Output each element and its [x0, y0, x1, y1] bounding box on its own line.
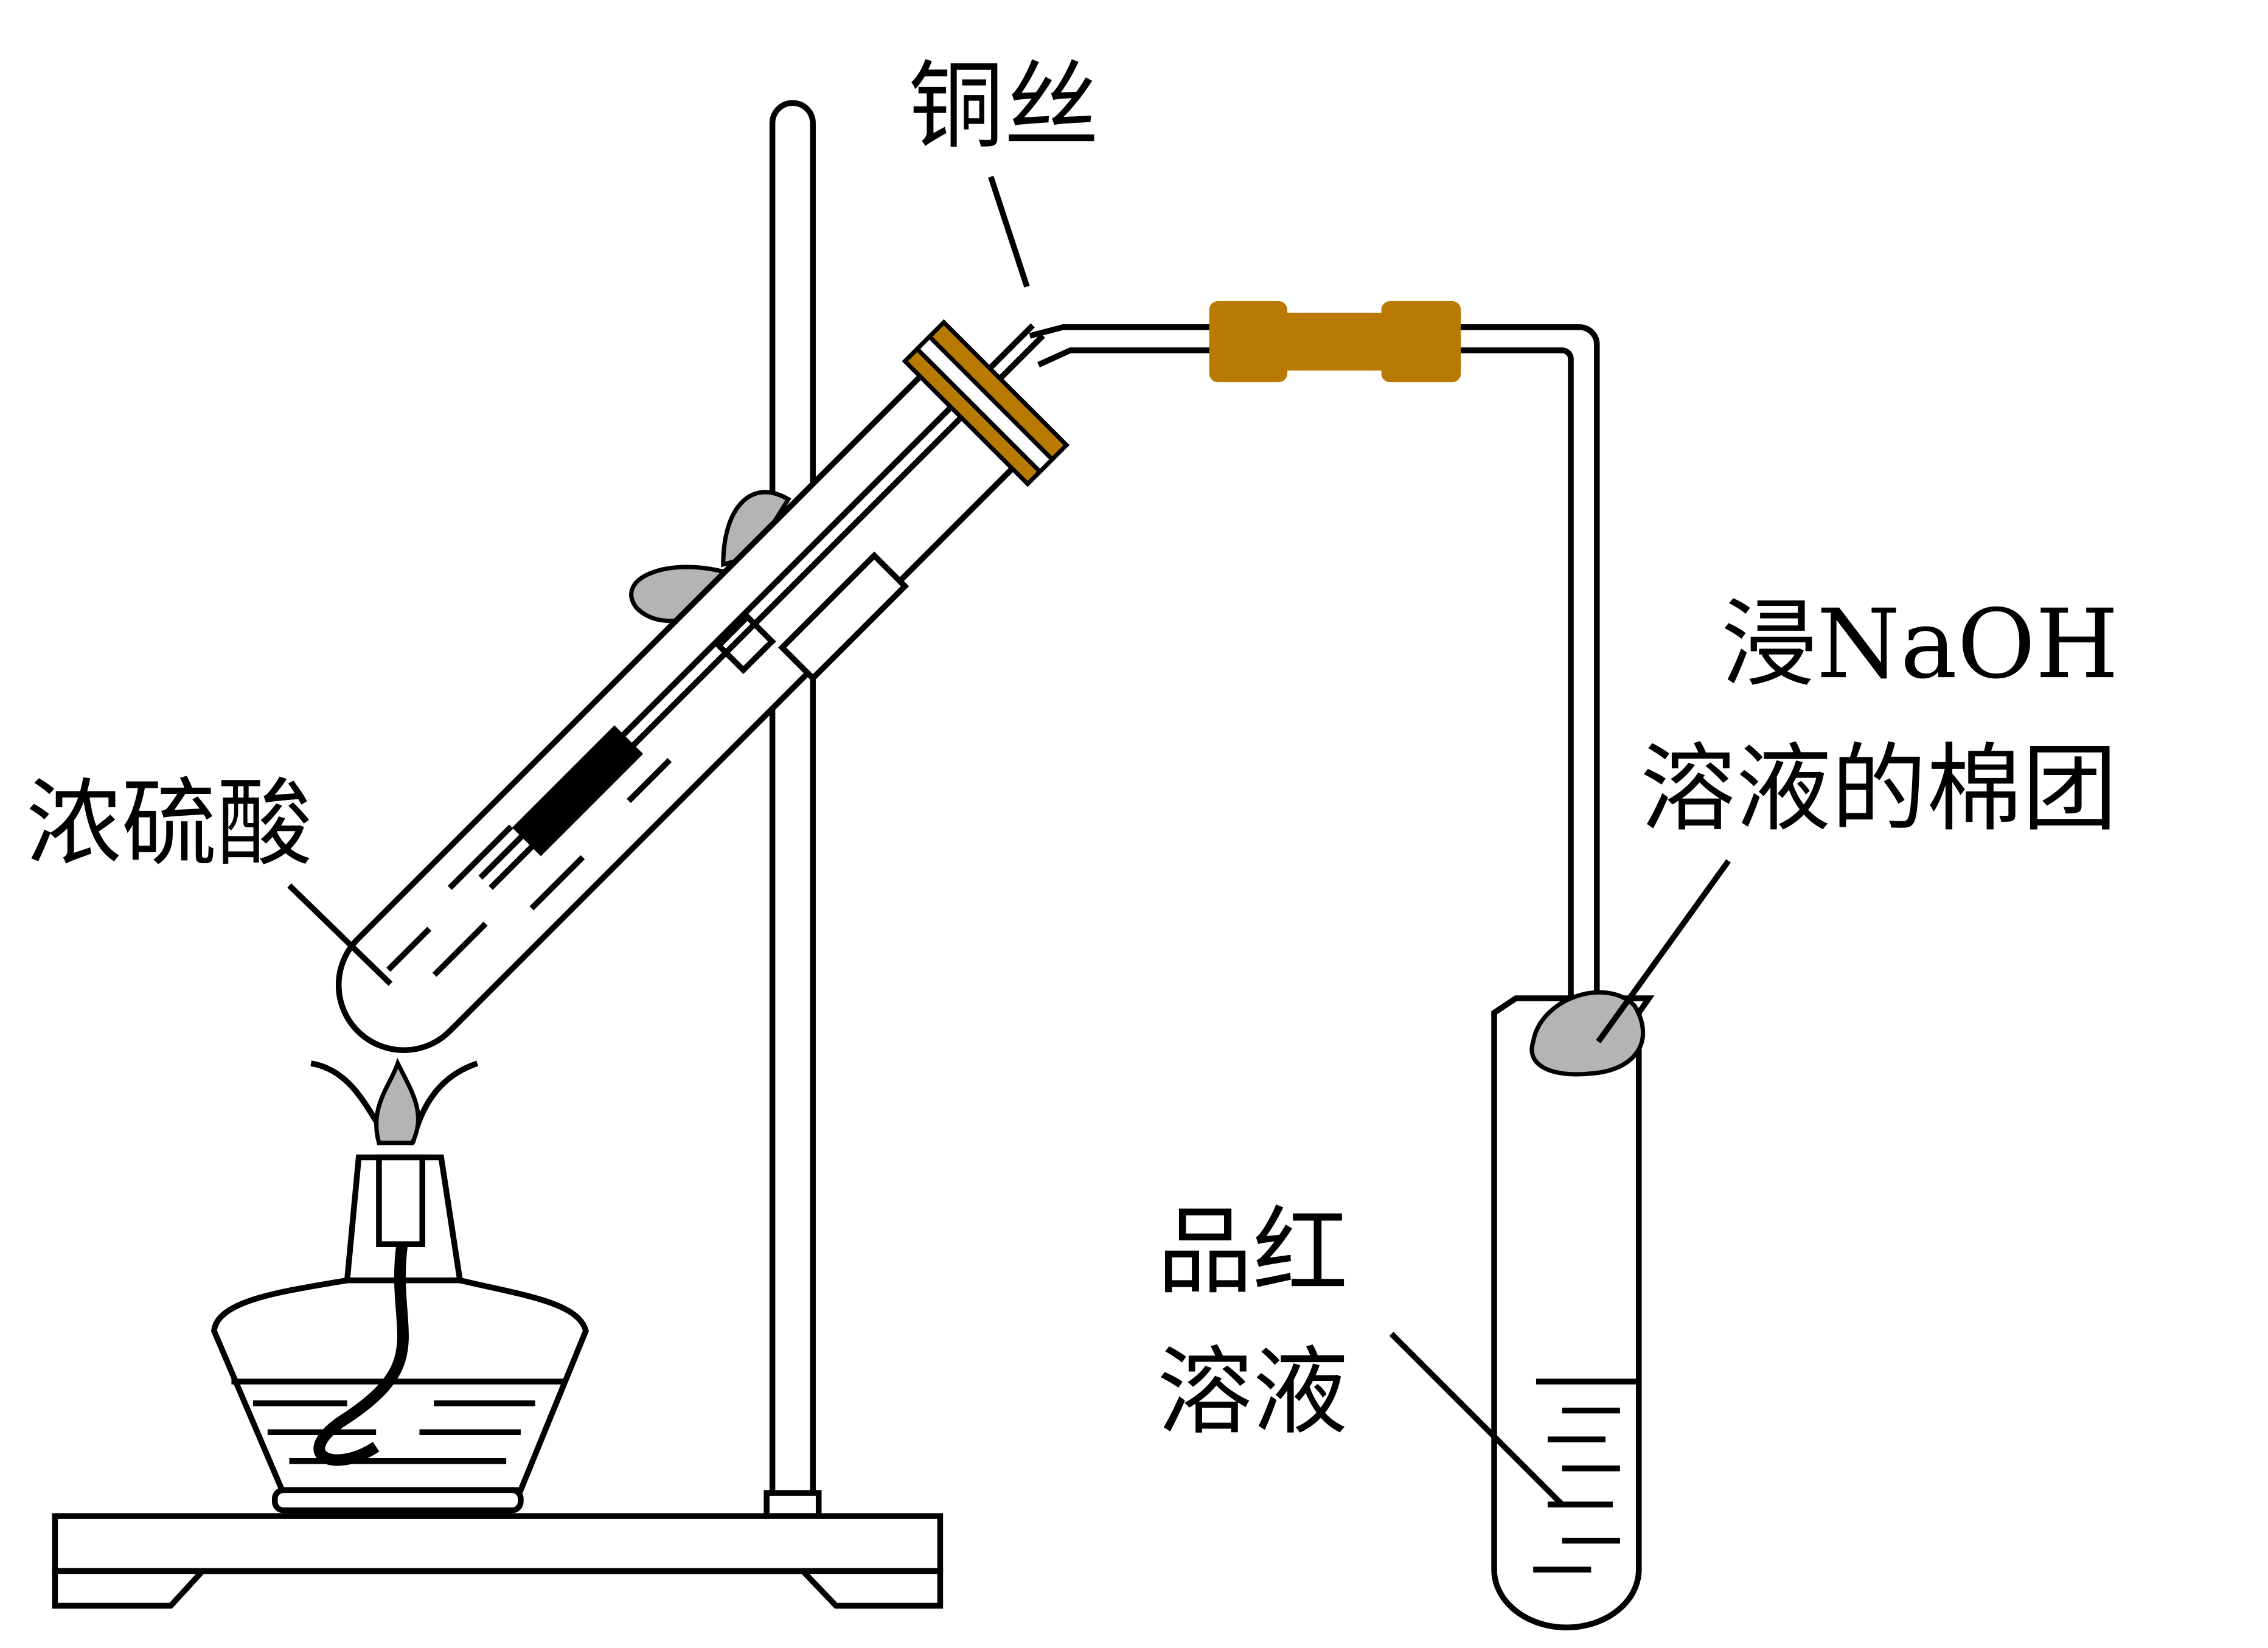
- copper-wire-leader: [988, 176, 1030, 288]
- cotton-ball: [1529, 990, 1646, 1077]
- label-magenta-line1: 品红: [1157, 1197, 1348, 1308]
- magenta-test-tube: [1491, 990, 1655, 1630]
- iron-stand: [52, 100, 944, 1609]
- label-magenta-line2: 溶液: [1157, 1337, 1348, 1448]
- acid-leader: [287, 883, 393, 986]
- label-conc-sulfuric-acid: 浓硫酸: [26, 768, 313, 880]
- label-cotton-line1: 浸NaOH: [1721, 589, 2118, 700]
- label-copper-wire: 铜丝: [908, 51, 1099, 162]
- reaction-test-tube: [335, 319, 1070, 1053]
- clamp: [629, 490, 791, 624]
- rubber-tube: [1209, 301, 1288, 383]
- delivery-tube: [1029, 301, 1600, 1505]
- alcohol-lamp: [211, 1057, 589, 1514]
- label-cotton-line2: 溶液的棉团: [1640, 734, 2118, 845]
- cotton-leader: [1596, 859, 1731, 1044]
- copper-coil: [512, 725, 644, 857]
- magenta-leader: [1389, 1332, 1565, 1507]
